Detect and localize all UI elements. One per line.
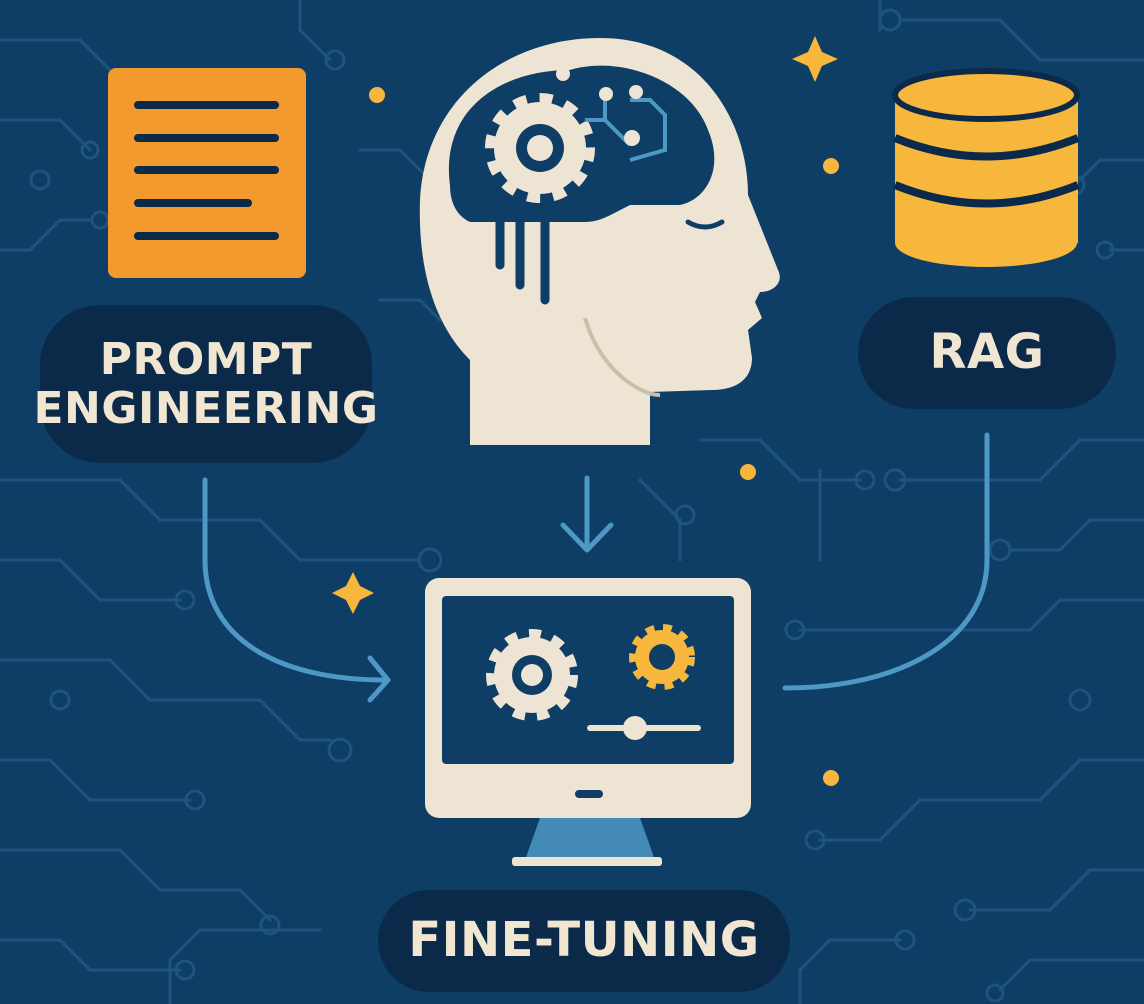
slider-icon bbox=[587, 716, 701, 740]
database-icon bbox=[892, 68, 1080, 267]
prompt-engineering-label: PROMPT ENGINEERING bbox=[34, 305, 378, 463]
gear-icon bbox=[629, 624, 695, 690]
sparkle-icon bbox=[332, 572, 374, 614]
rag-label: RAG bbox=[858, 297, 1116, 409]
brain-head-icon bbox=[419, 38, 780, 445]
arrow-icon bbox=[782, 432, 990, 691]
gear-icon bbox=[485, 93, 595, 203]
fine-tuning-label-text: FINE-TUNING bbox=[408, 912, 760, 969]
sparkle-dot bbox=[740, 464, 756, 480]
document-icon bbox=[108, 68, 306, 278]
sparkle-dot bbox=[823, 158, 839, 174]
rag-label-text: RAG bbox=[929, 324, 1045, 381]
sparkle-dot bbox=[369, 87, 385, 103]
gear-icon bbox=[486, 629, 578, 721]
prompt-engineering-line1: PROMPT bbox=[99, 333, 313, 385]
arrow-icon bbox=[202, 477, 391, 703]
arrow-icon bbox=[560, 475, 614, 553]
fine-tuning-label: FINE-TUNING bbox=[378, 890, 790, 992]
sparkle-dot bbox=[823, 770, 839, 786]
prompt-engineering-line2: ENGINEERING bbox=[33, 383, 379, 434]
sparkle-icon bbox=[792, 36, 838, 82]
computer-monitor-icon bbox=[425, 578, 751, 866]
